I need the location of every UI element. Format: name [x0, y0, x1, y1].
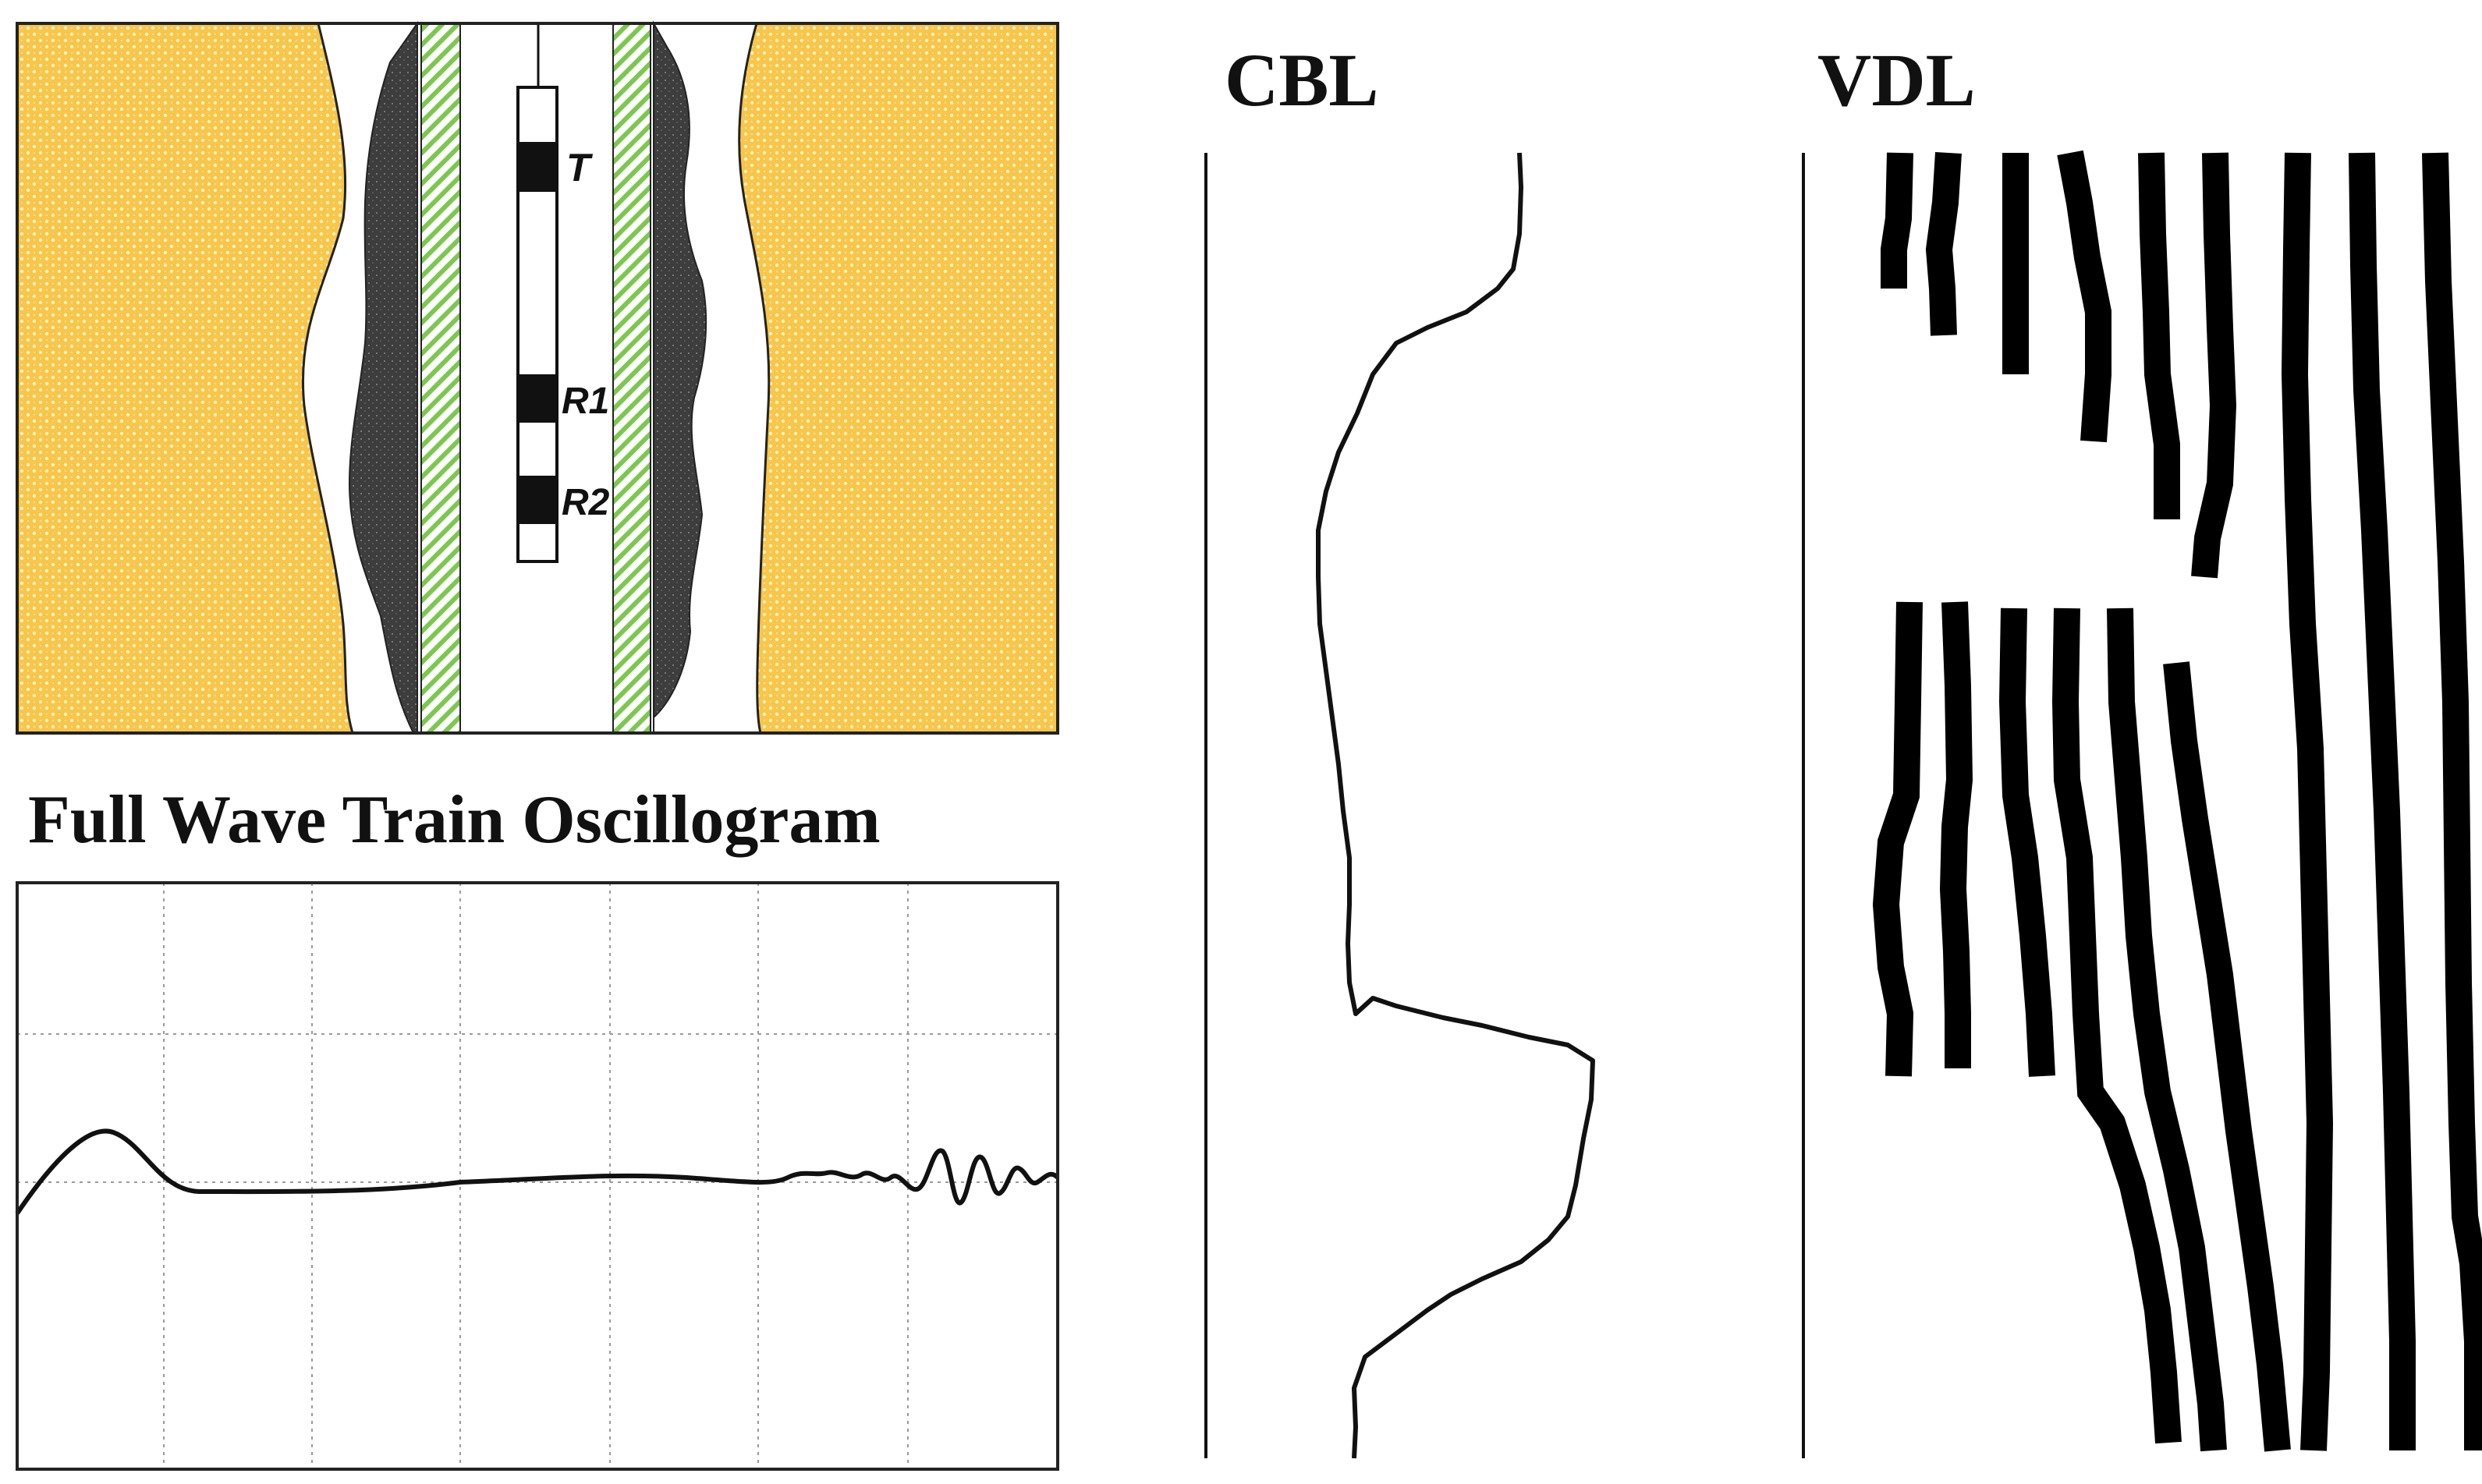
vdl-band	[2138, 152, 2180, 519]
oscillogram-panel	[15, 881, 1060, 1471]
oscillogram-grid	[17, 883, 1058, 1469]
receiver2-label: R2	[562, 482, 610, 523]
receiver2-block	[518, 476, 557, 524]
vdl-band	[2051, 607, 2182, 1444]
vdl-band	[2281, 152, 2334, 1451]
vdl-band	[2191, 152, 2237, 579]
left-formation	[16, 22, 355, 735]
cbl-panel	[1204, 152, 1595, 1459]
vdl-band	[1872, 601, 1923, 1077]
vdl-band	[1925, 151, 1962, 336]
right-casing	[612, 23, 651, 734]
transmitter-label: T	[566, 146, 594, 189]
oscillogram-frame-bg	[17, 883, 1058, 1469]
transmitter-block	[518, 142, 557, 192]
vdl-band	[1998, 607, 2055, 1077]
vdl-band	[1939, 601, 1973, 1068]
oscillogram-frame	[16, 881, 1059, 1471]
vdl-title: VDL	[1817, 38, 1976, 122]
right-formation	[738, 22, 1059, 735]
left-casing	[420, 23, 461, 734]
waveform-trace	[15, 1128, 1060, 1215]
vdl-band	[2422, 152, 2482, 1450]
borehole-frame	[16, 22, 1059, 735]
right-cement	[653, 20, 707, 733]
vdl-band	[2107, 607, 2227, 1452]
vdl-band	[2057, 150, 2111, 443]
receiver1-block	[518, 374, 557, 423]
oscillogram-title: Full Wave Train Oscillogram	[28, 782, 881, 858]
left-cement	[348, 20, 418, 734]
cbl-title: CBL	[1225, 38, 1378, 122]
cbl-curve	[1316, 152, 1595, 1459]
vdl-panel	[1802, 150, 2482, 1458]
borehole-panel: T R1 R2	[16, 20, 1059, 735]
vdl-band	[2349, 152, 2416, 1450]
vdl-band	[1881, 152, 1913, 289]
vdl-band	[2163, 661, 2291, 1452]
vdl-bands	[1872, 150, 2482, 1452]
receiver1-label: R1	[562, 381, 609, 422]
